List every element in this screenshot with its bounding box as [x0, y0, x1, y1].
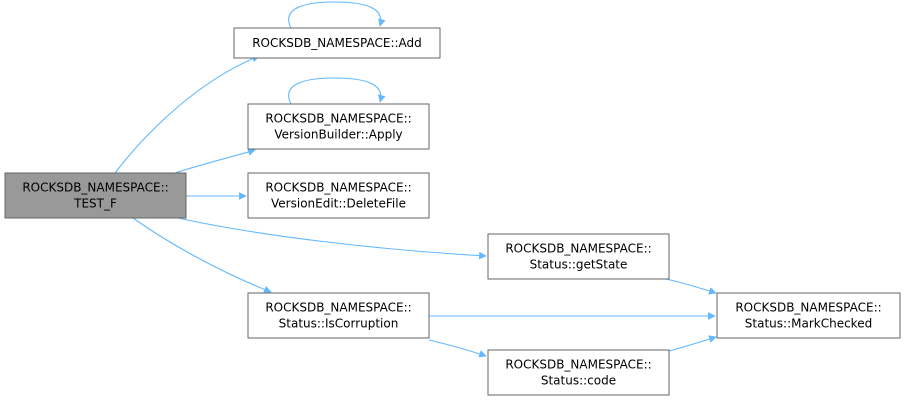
node-label-line: ROCKSDB_NAMESPACE:: [265, 181, 411, 195]
node-box [487, 349, 670, 396]
node-label-line: Status::getState [530, 258, 628, 272]
edge-get-state-to-mark-checked [665, 278, 717, 295]
node-test-f[interactable]: ROCKSDB_NAMESPACE::TEST_F [4, 172, 187, 219]
node-box [247, 103, 430, 150]
node-label-line: VersionEdit::DeleteFile [271, 197, 406, 211]
node-label-line: ROCKSDB_NAMESPACE:: [505, 358, 651, 372]
edges-layer [114, 1, 717, 358]
node-add[interactable]: ROCKSDB_NAMESPACE::Add [233, 27, 441, 59]
node-get-state[interactable]: ROCKSDB_NAMESPACE::Status::getState [487, 233, 670, 280]
edge-test-f-to-apply [174, 148, 256, 174]
edge-test-f-to-get-state [177, 217, 487, 260]
edge-line [428, 339, 487, 358]
edge-line [132, 217, 272, 294]
edge-is-corruption-to-code [428, 339, 487, 358]
edge-add-to-add [288, 1, 386, 29]
node-box [233, 27, 441, 59]
edge-line [174, 148, 256, 174]
edge-line [288, 1, 386, 29]
node-label-line: ROCKSDB_NAMESPACE:: [22, 181, 168, 195]
node-label-line: ROCKSDB_NAMESPACE::Add [252, 36, 422, 50]
node-box [4, 172, 187, 219]
node-apply[interactable]: ROCKSDB_NAMESPACE::VersionBuilder::Apply [247, 103, 430, 150]
node-box [716, 292, 901, 339]
edge-line [177, 217, 487, 260]
node-mark-checked[interactable]: ROCKSDB_NAMESPACE::Status::MarkChecked [716, 292, 901, 339]
node-label-line: TEST_F [73, 197, 117, 211]
edge-test-f-to-add [114, 55, 260, 174]
node-label-line: Status::MarkChecked [745, 317, 872, 331]
node-box [247, 292, 430, 339]
edge-line [665, 278, 717, 295]
edge-line [288, 77, 386, 105]
edge-line [114, 55, 260, 174]
node-code[interactable]: ROCKSDB_NAMESPACE::Status::code [487, 349, 670, 396]
edge-code-to-mark-checked [665, 335, 717, 353]
node-box [487, 233, 670, 280]
node-label-line: Status::IsCorruption [279, 317, 399, 331]
node-box [247, 172, 430, 219]
node-label-line: ROCKSDB_NAMESPACE:: [735, 301, 881, 315]
nodes-layer: ROCKSDB_NAMESPACE::TEST_FROCKSDB_NAMESPA… [4, 27, 901, 396]
node-delete-file[interactable]: ROCKSDB_NAMESPACE::VersionEdit::DeleteFi… [247, 172, 430, 219]
edge-apply-to-apply [288, 77, 386, 105]
node-label-line: Status::code [541, 374, 616, 388]
node-label-line: ROCKSDB_NAMESPACE:: [265, 112, 411, 126]
node-label-line: ROCKSDB_NAMESPACE:: [505, 242, 651, 256]
node-label-line: VersionBuilder::Apply [274, 128, 402, 142]
node-label-line: ROCKSDB_NAMESPACE:: [265, 301, 411, 315]
edge-test-f-to-is-corruption [132, 217, 272, 294]
edge-line [665, 335, 717, 353]
node-is-corruption[interactable]: ROCKSDB_NAMESPACE::Status::IsCorruption [247, 292, 430, 339]
